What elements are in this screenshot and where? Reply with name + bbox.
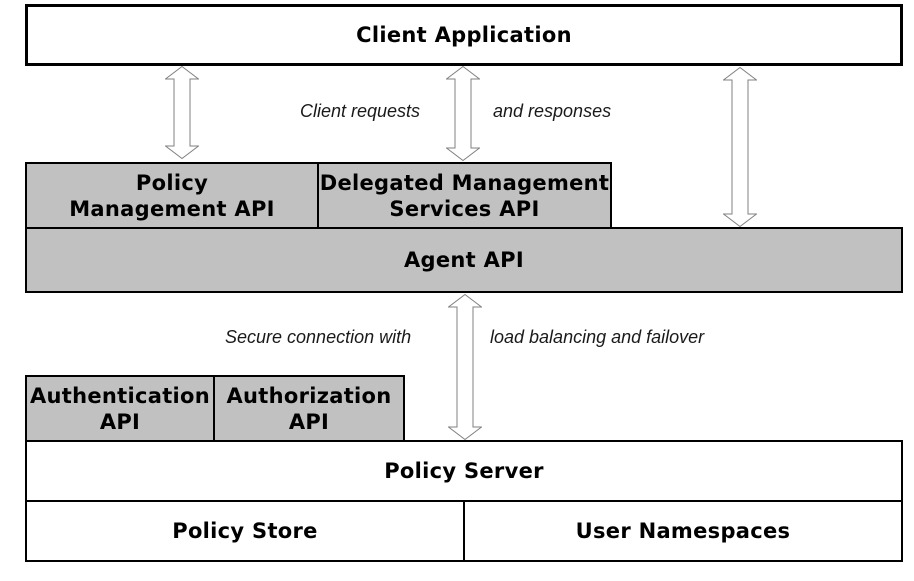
policy-management-api-box: Policy Management API [25,162,319,229]
load-balancing-label: load balancing and failover [490,327,705,347]
agent-api-box: Agent API [25,227,903,293]
bidirectional-arrow-icon [723,67,757,227]
bidirectional-arrow-icon [165,66,199,159]
bidirectional-arrow-icon [446,66,480,161]
secure-connection-label: Secure connection with [225,327,412,347]
bidirectional-arrow-icon [448,294,482,440]
client-application-box: Client Application [25,4,903,66]
policy-store-box: Policy Store [25,500,465,562]
user-namespaces-box: User Namespaces [463,500,903,562]
policy-server-box: Policy Server [25,440,903,502]
and-responses-label: and responses [493,101,612,121]
delegated-management-services-api-box: Delegated Management Services API [317,162,612,229]
authorization-api-box: Authorization API [213,375,405,442]
authentication-api-box: Authentication API [25,375,215,442]
client-requests-label: Client requests [300,101,421,121]
